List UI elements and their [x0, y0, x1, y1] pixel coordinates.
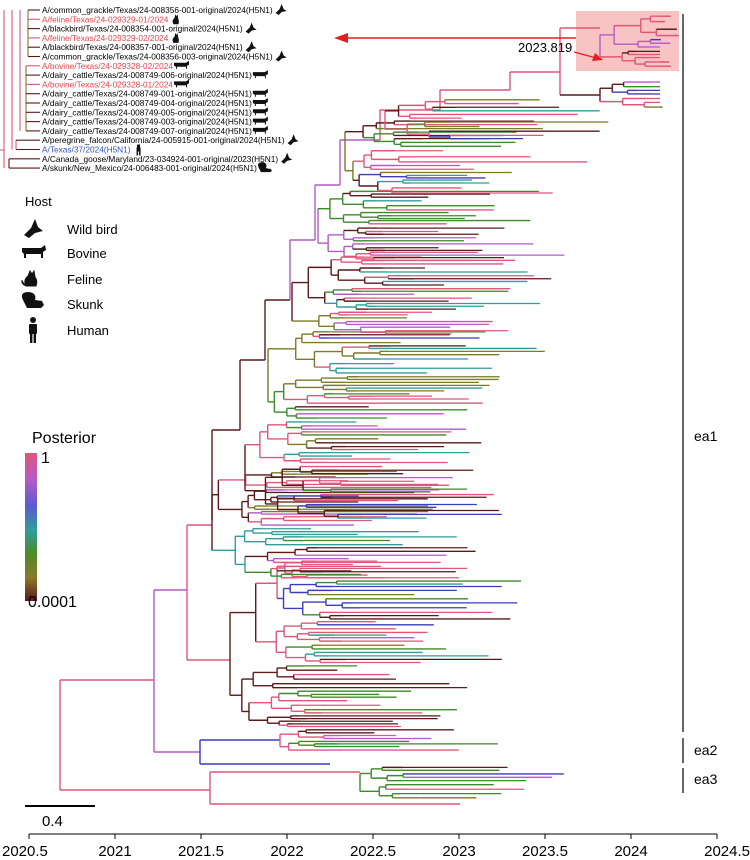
- host-item-feline: Feline: [67, 272, 102, 287]
- bird-icon: [24, 219, 43, 238]
- axis-tick-label: 2020.5: [2, 843, 48, 860]
- posterior-min-label: 0.0001: [28, 594, 77, 611]
- posterior-colorbar: [25, 453, 37, 601]
- host-item-bovine: Bovine: [67, 246, 107, 261]
- highlight-arrow: [334, 33, 576, 43]
- axis-tick-label: 2021: [98, 843, 131, 860]
- human-icon: [136, 144, 141, 156]
- inset-tip-label: A/peregrine_falcon/California/24-005915-…: [42, 135, 285, 145]
- cow-icon: [174, 79, 190, 88]
- axis-tick-label: 2024: [614, 843, 647, 860]
- cow-icon: [252, 98, 268, 106]
- axis-tick-label: 2022: [270, 843, 303, 860]
- skunk-icon: [21, 292, 44, 308]
- cat-icon: [172, 32, 179, 43]
- inset-tip-label: A/dairy_cattle/Texas/24-008749-003-origi…: [42, 117, 252, 127]
- cow-icon: [22, 245, 46, 258]
- inset-subtree: [0, 9, 40, 169]
- inset-tip-label: A/dairy_cattle/Texas/24-008749-007-origi…: [42, 126, 252, 136]
- host-item-wild-bird: Wild bird: [67, 222, 118, 237]
- inset-tip-label: A/Texas/37/2024(H5N1): [42, 145, 131, 155]
- posterior-max-label: 1: [41, 450, 50, 467]
- clade-label-ea3: ea3: [694, 771, 718, 787]
- bird-icon: [245, 41, 257, 53]
- inset-tip-label: A/dairy_cattle/Texas/24-008749-001-origi…: [42, 89, 252, 99]
- inset-tip-label: A/Canada_goose/Maryland/23-034924-001-or…: [42, 154, 278, 164]
- clade-label-ea1: ea1: [694, 428, 718, 444]
- bird-icon: [275, 50, 287, 62]
- cow-icon: [252, 88, 268, 97]
- cat-icon: [172, 14, 179, 25]
- time-axis: 2020.5 2021 2021.5 2022 2022.5 2023 2023.5 2024…: [2, 833, 750, 860]
- inset-tip-label: A/dairy_cattle/Texas/24-008749-006-origi…: [42, 70, 252, 80]
- axis-tick-label: 2023: [442, 843, 475, 860]
- inset-tip-label: A/feline/Texas/24-029329-02/2024: [42, 33, 169, 43]
- inset-tip-label: A/blackbird/Texas/24-008354-001-original…: [42, 24, 243, 34]
- bird-icon: [281, 152, 293, 164]
- host-legend: Host Wild bird Bovine Feline Skunk Human: [21, 194, 118, 343]
- axis-tick-label: 2021.5: [178, 843, 224, 860]
- axis-tick-label: 2023.5: [522, 843, 568, 860]
- host-item-human: Human: [67, 323, 109, 338]
- inset-tip-label: A/feline/Texas/24-029329-01/2024: [42, 14, 169, 24]
- bird-icon: [275, 4, 287, 15]
- inset-tip-label: A/bovine/Texas/24-029328-01/2024: [42, 79, 173, 89]
- tree-branches: [59, 15, 679, 805]
- inset-tip-label: A/bovine/Texas/24-029328-02/2024: [42, 61, 173, 71]
- bird-icon: [245, 22, 257, 34]
- bird-icon: [287, 134, 299, 146]
- axis-tick-label: 2024.5: [704, 843, 750, 860]
- node-date-annotation: 2023.819: [518, 40, 572, 55]
- clade-label-ea2: ea2: [694, 742, 718, 758]
- axis-tick-label: 2022.5: [350, 843, 396, 860]
- inset-tip-label: A/common_grackle/Texas/24-008356-003-ori…: [42, 52, 273, 62]
- posterior-legend: Posterior 1 0.0001: [25, 430, 97, 611]
- inset-tip-label: A/blackbird/Texas/24-008357-001-original…: [42, 42, 243, 52]
- host-item-skunk: Skunk: [67, 297, 104, 312]
- inset-tip-label: A/dairy_cattle/Texas/24-008749-004-origi…: [42, 98, 252, 108]
- cow-icon: [174, 60, 190, 69]
- node-annotation-arrow: [573, 51, 603, 61]
- scale-bar: 0.4: [25, 805, 95, 830]
- host-legend-title: Host: [25, 194, 52, 209]
- human-icon: [29, 317, 37, 343]
- inset-tip-label: A/dairy_cattle/Texas/24-008749-005-origi…: [42, 107, 252, 117]
- cow-icon: [252, 116, 268, 125]
- posterior-legend-title: Posterior: [32, 430, 97, 447]
- inset-tip-label: A/common_grackle/Texas/24-008356-001-ori…: [42, 5, 273, 15]
- inset-tip-labels: A/common_grackle/Texas/24-008356-001-ori…: [42, 4, 299, 173]
- skunk-icon: [258, 162, 272, 173]
- cow-icon: [252, 125, 268, 134]
- inset-tip-label: A/skunk/New_Mexico/24-006483-001-origina…: [42, 163, 257, 173]
- cow-icon: [252, 107, 268, 116]
- scale-bar-label: 0.4: [42, 813, 63, 830]
- clade-annotations: ea1 ea2 ea3: [682, 14, 718, 793]
- cow-icon: [252, 70, 268, 79]
- cat-icon: [21, 269, 38, 287]
